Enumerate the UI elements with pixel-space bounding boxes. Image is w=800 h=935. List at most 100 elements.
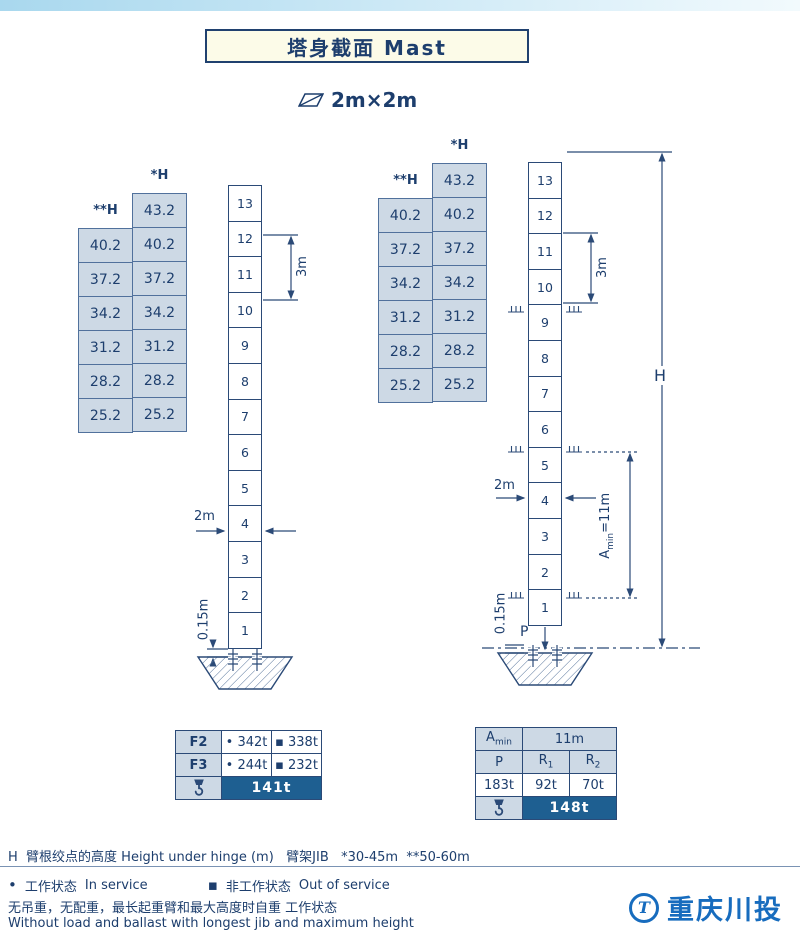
height-table-header: **H — [93, 203, 118, 218]
mast-section-number: 6 — [529, 411, 561, 447]
right-base-offset-label: 0.15m — [493, 592, 509, 635]
spec-label-f2: F2 — [175, 730, 222, 754]
left-2m-label: 2m — [194, 509, 215, 524]
mast-section-number: 2 — [529, 553, 561, 590]
p-load-label: P — [520, 624, 529, 640]
right-dim-base-offset — [505, 644, 524, 654]
height-table-cell: 31.2 — [132, 329, 187, 364]
height-table-cell: 40.2 — [378, 198, 433, 233]
height-table-cell: 25.2 — [132, 397, 187, 432]
left-self-weight-value: 141t — [221, 776, 322, 800]
out-of-service-zh: 非工作状态 — [225, 880, 291, 895]
in-service-marker: • — [8, 876, 17, 894]
logo-t-icon: T — [629, 892, 659, 923]
mast-section-number: 5 — [529, 446, 561, 483]
mast-section-number: 8 — [529, 340, 561, 376]
mast-section-number: 9 — [229, 327, 261, 363]
mast-section-number: 6 — [229, 434, 261, 470]
height-table-cell: 31.2 — [432, 299, 487, 334]
r1-value: 92t — [522, 773, 570, 797]
anchor-bolt — [528, 645, 538, 667]
right-3m-label: 3m — [594, 257, 610, 278]
mast-size: 2m×2m — [298, 88, 417, 112]
left-base-offset-label: 0.15m — [196, 598, 212, 641]
r1-header: R1 — [522, 750, 570, 774]
hook-icon — [193, 779, 204, 796]
height-table-header: *H — [150, 168, 169, 183]
mast-section-number: 11 — [229, 256, 261, 292]
left-spec-table: F2 • 342t ▪ 338t F3 • 244t ▪ 232t 141t — [175, 730, 322, 800]
h-dimension — [482, 151, 700, 649]
height-table-cell: 40.2 — [132, 227, 187, 262]
footnote-divider — [0, 866, 800, 867]
p-value: 183t — [475, 773, 523, 797]
top-banner — [0, 0, 800, 11]
height-table-cell: 28.2 — [132, 363, 187, 398]
height-table-cell: 43.2 — [432, 163, 487, 198]
height-table-cell: 40.2 — [432, 197, 487, 232]
footnote-self-weight-en: Without load and ballast with longest ji… — [8, 916, 414, 931]
height-table-cell: 28.2 — [432, 333, 487, 368]
mast-section-number: 9 — [529, 304, 561, 340]
left-dim-base-offset — [207, 639, 228, 667]
amin-rest: =11m — [598, 492, 614, 533]
height-table-cell: 25.2 — [378, 368, 433, 403]
anchor-bolt — [552, 645, 562, 667]
mast-section-number: 13 — [237, 195, 253, 211]
height-table-cell: 40.2 — [78, 228, 133, 263]
r2-value: 70t — [569, 773, 617, 797]
r2-header: R2 — [569, 750, 617, 774]
mast-section-number: 13 — [537, 172, 553, 188]
page-title: 塔身截面 Mast — [205, 29, 529, 63]
anchor-bolt — [228, 649, 238, 671]
mast-size-text: 2m×2m — [331, 88, 418, 112]
mast-section-number: 12 — [529, 197, 561, 234]
mast-section-number: 2 — [229, 576, 261, 613]
height-table-cell: 25.2 — [432, 367, 487, 402]
brand-name: 重庆川投 — [667, 895, 783, 926]
right-self-weight-value: 148t — [522, 796, 617, 820]
mast-section-number: 7 — [229, 398, 261, 435]
out-of-service-en: Out of service — [298, 878, 390, 893]
mast-section-number: 3 — [529, 518, 561, 554]
height-table-cell: 34.2 — [378, 266, 433, 301]
hook-icon-cell — [175, 776, 222, 800]
f3-out-of-service-value: ▪ 232t — [271, 753, 322, 777]
anchor-bolt — [252, 649, 262, 671]
mast-section-number: 10 — [229, 291, 261, 328]
mast-section-number: 12 — [229, 220, 261, 257]
height-dim-label: H — [651, 366, 670, 385]
right-foundation — [496, 645, 594, 686]
mast-section-number: 4 — [529, 482, 561, 518]
amin-dim-label: Amin=11m — [598, 493, 616, 559]
mast-section-number: 1 — [529, 589, 561, 625]
height-table-cell: 28.2 — [78, 364, 133, 399]
hook-icon-cell — [475, 796, 523, 820]
height-table-cell: 43.2 — [132, 193, 187, 228]
amin-sub: min — [605, 532, 616, 550]
footnote-self-weight-zh: 无吊重，无配重，最长起重臂和最大高度时自重 工作状态 — [8, 901, 338, 916]
f2-in-service-value: • 342t — [221, 730, 272, 754]
amin-value: 11m — [522, 727, 617, 751]
height-table-cell: 34.2 — [78, 296, 133, 331]
height-table-cell: 37.2 — [432, 231, 487, 266]
hook-icon — [494, 799, 504, 816]
mast-section-number: 1 — [229, 612, 261, 648]
mast-section-number: 11 — [529, 233, 561, 269]
height-table-cell: 31.2 — [378, 300, 433, 335]
height-table-cell: 25.2 — [78, 398, 133, 433]
spec-label-f3: F3 — [175, 753, 222, 777]
in-service-en: In service — [84, 878, 148, 893]
f2-out-of-service-value: ▪ 338t — [271, 730, 322, 754]
left-3m-label: 3m — [294, 256, 310, 277]
footnote-height-definition: H 臂根绞点的高度 Height under hinge (m) 臂架JIB *… — [8, 850, 470, 865]
height-table-header: **H — [393, 173, 418, 188]
height-table-cell: 34.2 — [432, 265, 487, 300]
height-table-cell: 28.2 — [378, 334, 433, 369]
